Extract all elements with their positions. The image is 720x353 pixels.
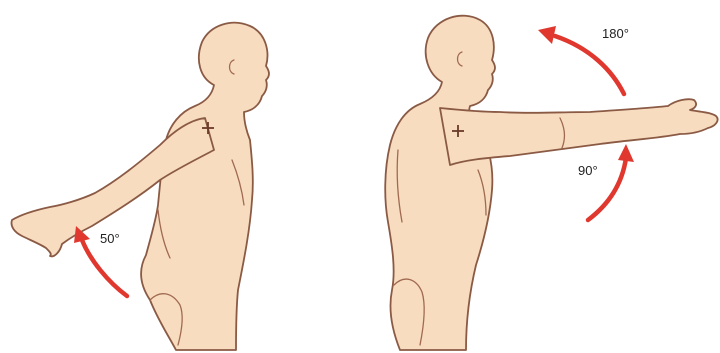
right-upper-arrow-head (538, 26, 556, 44)
left-figure: 50° (11, 23, 269, 350)
right-lower-angle-label: 90° (578, 163, 598, 178)
left-angle-label: 50° (100, 231, 120, 246)
left-arrow (82, 240, 127, 296)
right-figure-body (385, 16, 495, 350)
right-upper-arrow (555, 36, 624, 94)
right-lower-arrow-head (618, 144, 634, 162)
left-figure-body (141, 23, 269, 350)
right-figure: 180° 90° (385, 16, 717, 350)
right-upper-angle-label: 180° (602, 26, 629, 41)
right-figure-arm (440, 99, 718, 165)
